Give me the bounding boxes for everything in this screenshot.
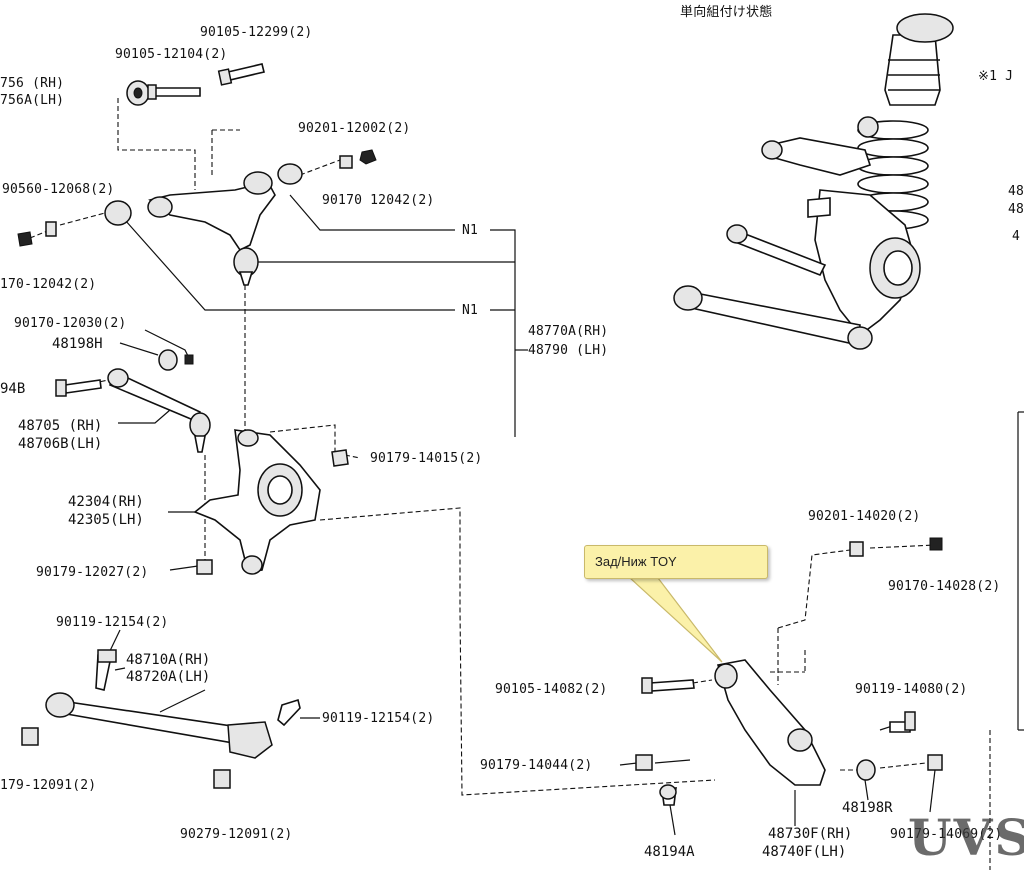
bushing-n1-lower-icon bbox=[104, 200, 132, 226]
leader-lines bbox=[29, 87, 1024, 870]
label-90119-12154-mid: 90119-12154(2) bbox=[322, 711, 434, 726]
label-90170-12042-right: 90170 12042(2) bbox=[322, 193, 434, 208]
nut-90201-14020-icon bbox=[849, 541, 864, 557]
label-right-48-a: 48 bbox=[1008, 184, 1024, 199]
lower-arm-48730f-icon bbox=[716, 659, 826, 786]
label-90179-12027: 90179-12027(2) bbox=[36, 565, 148, 580]
nut-90170-12042-icon bbox=[359, 149, 377, 165]
bolt-90119-12154-mid-icon bbox=[277, 698, 301, 727]
bolt-90105-12104-icon bbox=[154, 87, 201, 97]
upper-control-arm-group bbox=[17, 63, 377, 286]
label-756a-lh: 756A(LH) bbox=[0, 93, 64, 108]
lower-rear-arm-group bbox=[635, 537, 943, 806]
label-90170-14028: 90170-14028(2) bbox=[888, 579, 1000, 594]
label-n1-top: N1 bbox=[462, 223, 478, 238]
assembled-view bbox=[673, 13, 954, 350]
label-48198r: 48198R bbox=[842, 800, 893, 816]
lower-arm-group bbox=[21, 649, 301, 789]
bushing-48198h-icon bbox=[158, 349, 178, 371]
bolt-90105-12299-icon bbox=[227, 63, 265, 81]
nut-90179-14015-icon bbox=[331, 449, 349, 467]
label-48194a: 48194A bbox=[644, 844, 695, 860]
nut-179-12091-icon bbox=[21, 727, 39, 746]
label-right-48-b: 48 bbox=[1008, 202, 1024, 217]
label-90279-12091: 90279-12091(2) bbox=[180, 827, 292, 842]
label-90105-12299: 90105-12299(2) bbox=[200, 25, 312, 40]
knuckle-42304-icon bbox=[193, 429, 321, 573]
bushing-n1-upper-icon bbox=[277, 163, 303, 185]
label-756-rh: 756 (RH) bbox=[0, 76, 64, 91]
label-90119-14080: 90119-14080(2) bbox=[855, 682, 967, 697]
bolt-90105-14082-icon bbox=[649, 679, 695, 692]
watermark-logo: UVS bbox=[908, 808, 1024, 867]
label-48730f-rh: 48730F(RH) bbox=[768, 826, 852, 842]
label-90560-12068: 90560-12068(2) bbox=[2, 182, 114, 197]
assembly-title: 単向組付け状態 bbox=[680, 4, 772, 20]
bolt-94b-icon bbox=[64, 379, 102, 394]
callout-text: Зад/Ниж TOY bbox=[595, 554, 677, 569]
label-right-4: 4 bbox=[1012, 229, 1020, 244]
label-48770a-rh: 48770A(RH) bbox=[528, 324, 608, 339]
nut-90179-14044-icon bbox=[635, 754, 653, 771]
nut-90179-12027-icon bbox=[196, 559, 213, 575]
label-48710a-rh: 48710A(RH) bbox=[126, 652, 210, 668]
knuckle-group bbox=[55, 349, 349, 575]
label-48790-lh: 48790 (LH) bbox=[528, 343, 608, 358]
nut-90201-12002-icon bbox=[339, 155, 353, 169]
upper-arm-icon bbox=[148, 181, 276, 252]
strut-tower-icon bbox=[884, 34, 941, 106]
label-90179-14015: 90179-14015(2) bbox=[370, 451, 482, 466]
label-170-12042: 170-12042(2) bbox=[0, 277, 96, 292]
label-n1-bottom: N1 bbox=[462, 303, 478, 318]
label-94b: 94B bbox=[0, 381, 25, 397]
bushing-48198r-icon bbox=[856, 759, 876, 781]
nut-90170-14028-icon bbox=[929, 537, 943, 551]
label-90179-14044: 90179-14044(2) bbox=[480, 758, 592, 773]
washer-90560-12068-icon bbox=[45, 221, 57, 237]
label-48740f-lh: 48740F(LH) bbox=[762, 844, 846, 860]
label-90179-14069: 90179-14069(2) bbox=[890, 827, 1002, 842]
nut-170-12042-icon bbox=[17, 231, 33, 247]
label-179-12091: 179-12091(2) bbox=[0, 778, 96, 793]
callout-pointer bbox=[628, 577, 723, 663]
assembly-note: ※1 J bbox=[978, 69, 1013, 84]
label-90201-12002: 90201-12002(2) bbox=[298, 121, 410, 136]
label-48706b-lh: 48706B(LH) bbox=[18, 436, 102, 452]
label-90170-12030: 90170-12030(2) bbox=[14, 316, 126, 331]
callout-note: Зад/Ниж TOY bbox=[584, 545, 768, 579]
nut-90179-14069-icon bbox=[927, 754, 943, 771]
label-90201-14020: 90201-14020(2) bbox=[808, 509, 920, 524]
label-90105-12104: 90105-12104(2) bbox=[115, 47, 227, 62]
label-42305-lh: 42305(LH) bbox=[68, 512, 144, 528]
part-labels: 単向組付け状態 ※1 J 90105-12299(2) 90105-12104(… bbox=[0, 4, 1024, 860]
label-48198h: 48198H bbox=[52, 336, 103, 352]
nut-90279-12091-icon bbox=[213, 769, 231, 789]
label-90119-12154-top: 90119-12154(2) bbox=[56, 615, 168, 630]
lower-arm-48710a-icon bbox=[54, 699, 246, 746]
label-48705-rh: 48705 (RH) bbox=[18, 418, 102, 434]
label-42304-rh: 42304(RH) bbox=[68, 494, 144, 510]
label-48720a-lh: 48720A(LH) bbox=[126, 669, 210, 685]
label-90105-14082: 90105-14082(2) bbox=[495, 682, 607, 697]
